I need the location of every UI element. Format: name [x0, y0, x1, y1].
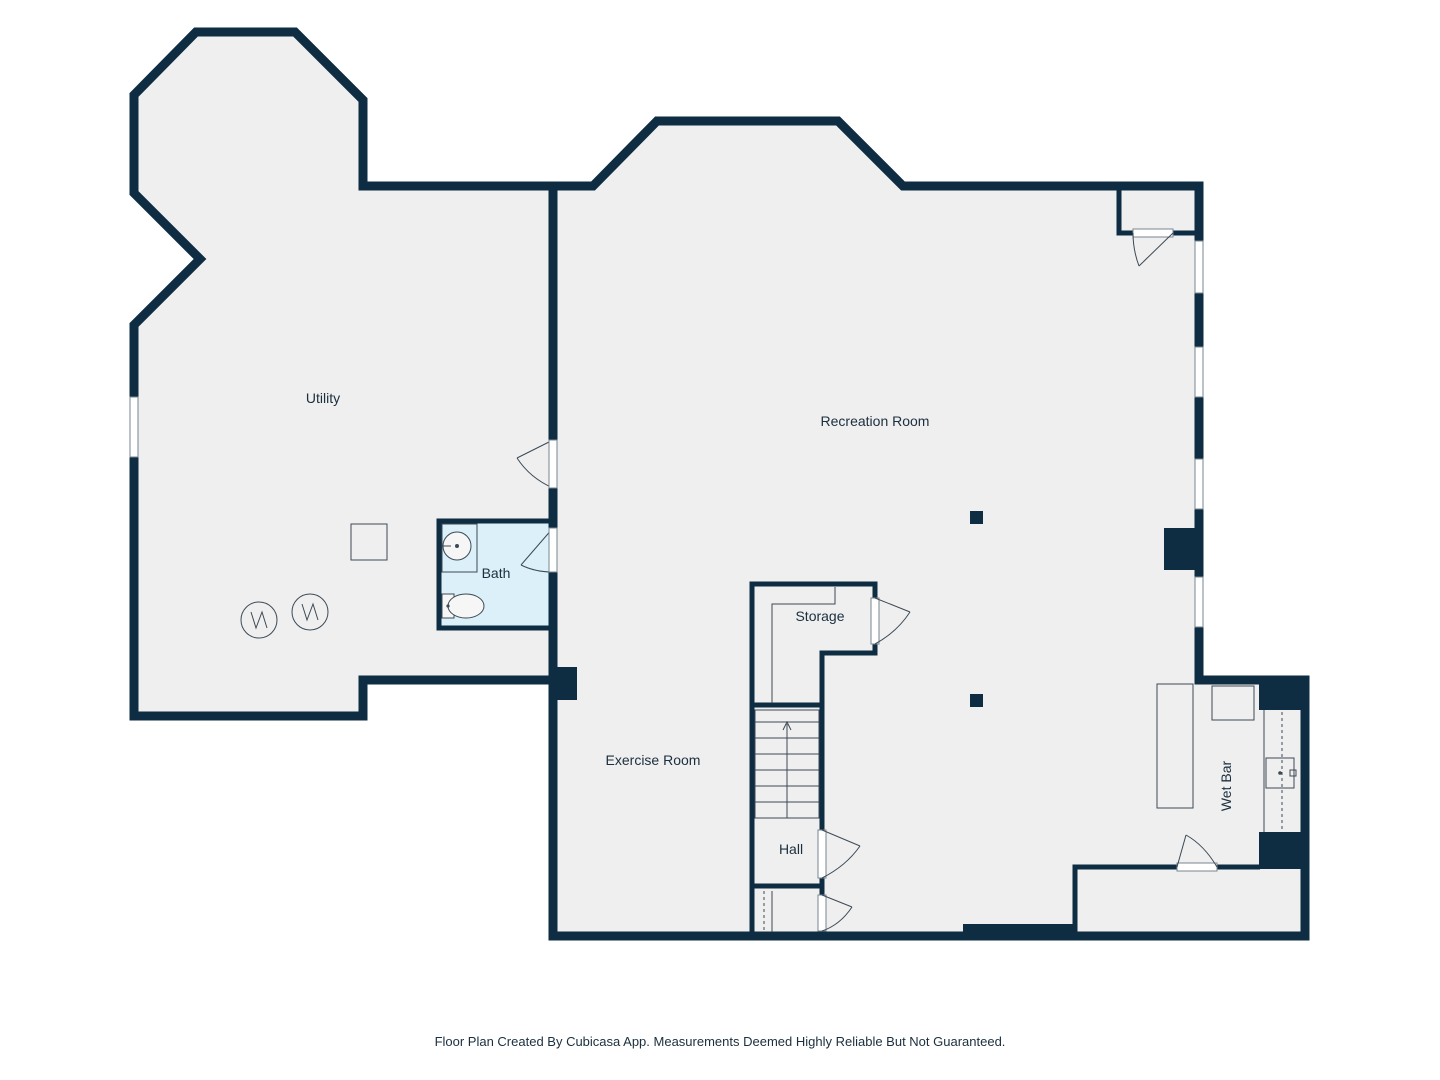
room-label-hall: Hall [779, 841, 803, 857]
wet-bar-pillar-bottom [1259, 832, 1307, 869]
window-right-3 [1194, 458, 1204, 510]
footer-disclaimer: Floor Plan Created By Cubicasa App. Meas… [434, 1034, 1006, 1049]
utility-exterior-wall [129, 27, 553, 721]
wall-column-left [553, 667, 577, 700]
window-right-2 [1194, 346, 1204, 398]
bottom-threshold [963, 924, 1075, 938]
bath-sink-icon [441, 523, 478, 573]
window-right-4 [1194, 576, 1204, 628]
door-bath [520, 527, 558, 573]
furnace-icon [291, 593, 329, 631]
hall-closet-rod [763, 891, 773, 932]
toilet-icon [441, 593, 485, 619]
room-label-utility: Utility [306, 390, 340, 406]
recreation-room-floor [553, 121, 1305, 936]
column-upper [970, 511, 983, 524]
window-right-1 [1194, 240, 1204, 294]
utility-appliance-box [350, 523, 388, 561]
room-label-bath: Bath [482, 565, 511, 581]
door-hall [817, 829, 861, 879]
door-lower-right [1176, 834, 1218, 872]
room-label-wet-bar: Wet Bar [1218, 761, 1234, 812]
column-lower [970, 694, 983, 707]
door-hall-closet [817, 894, 853, 932]
door-utility [516, 439, 558, 489]
room-label-recreation-room: Recreation Room [821, 413, 930, 429]
door-storage [870, 597, 911, 645]
room-label-storage: Storage [795, 608, 844, 624]
wet-bar-sink-icon [1265, 757, 1297, 789]
wet-bar-counter [1156, 683, 1194, 809]
bath-walls [436, 518, 553, 631]
door-closet [1132, 228, 1174, 267]
wall-column-right [1164, 528, 1202, 570]
room-label-exercise-room: Exercise Room [606, 752, 701, 768]
storage-shelf [771, 587, 836, 703]
water-heater-icon [240, 601, 278, 639]
stairs-icon [754, 709, 820, 819]
wet-bar-pillar-top [1259, 678, 1307, 710]
wet-bar-appliance [1211, 685, 1255, 721]
window-utility [129, 396, 139, 458]
